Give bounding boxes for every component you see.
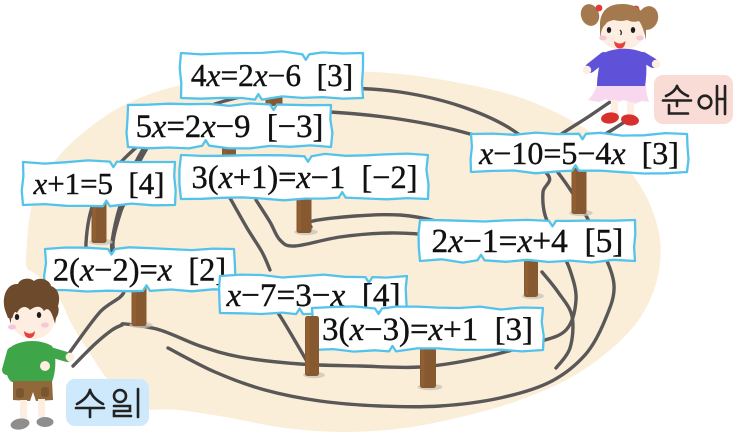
svg-text:x−10=5−4x [3]: x−10=5−4x [3] (478, 135, 679, 171)
svg-text:3(x−3)=x+1 [3]: 3(x−3)=x+1 [3] (322, 312, 533, 348)
svg-text:2x−1=x+4 [5]: 2x−1=x+4 [5] (432, 223, 624, 260)
svg-text:2(x−2)=x [2]: 2(x−2)=x [2] (53, 253, 226, 289)
svg-text:5x=2x−9 [−3]: 5x=2x−9 [−3] (136, 109, 324, 145)
svg-text:4x=2x−6 [3]: 4x=2x−6 [3] (191, 58, 353, 93)
svg-text:x+1=5 [4]: x+1=5 [4] (33, 166, 165, 201)
svg-text:3(x+1)=x−1 [−2]: 3(x+1)=x−1 [−2] (192, 160, 418, 196)
